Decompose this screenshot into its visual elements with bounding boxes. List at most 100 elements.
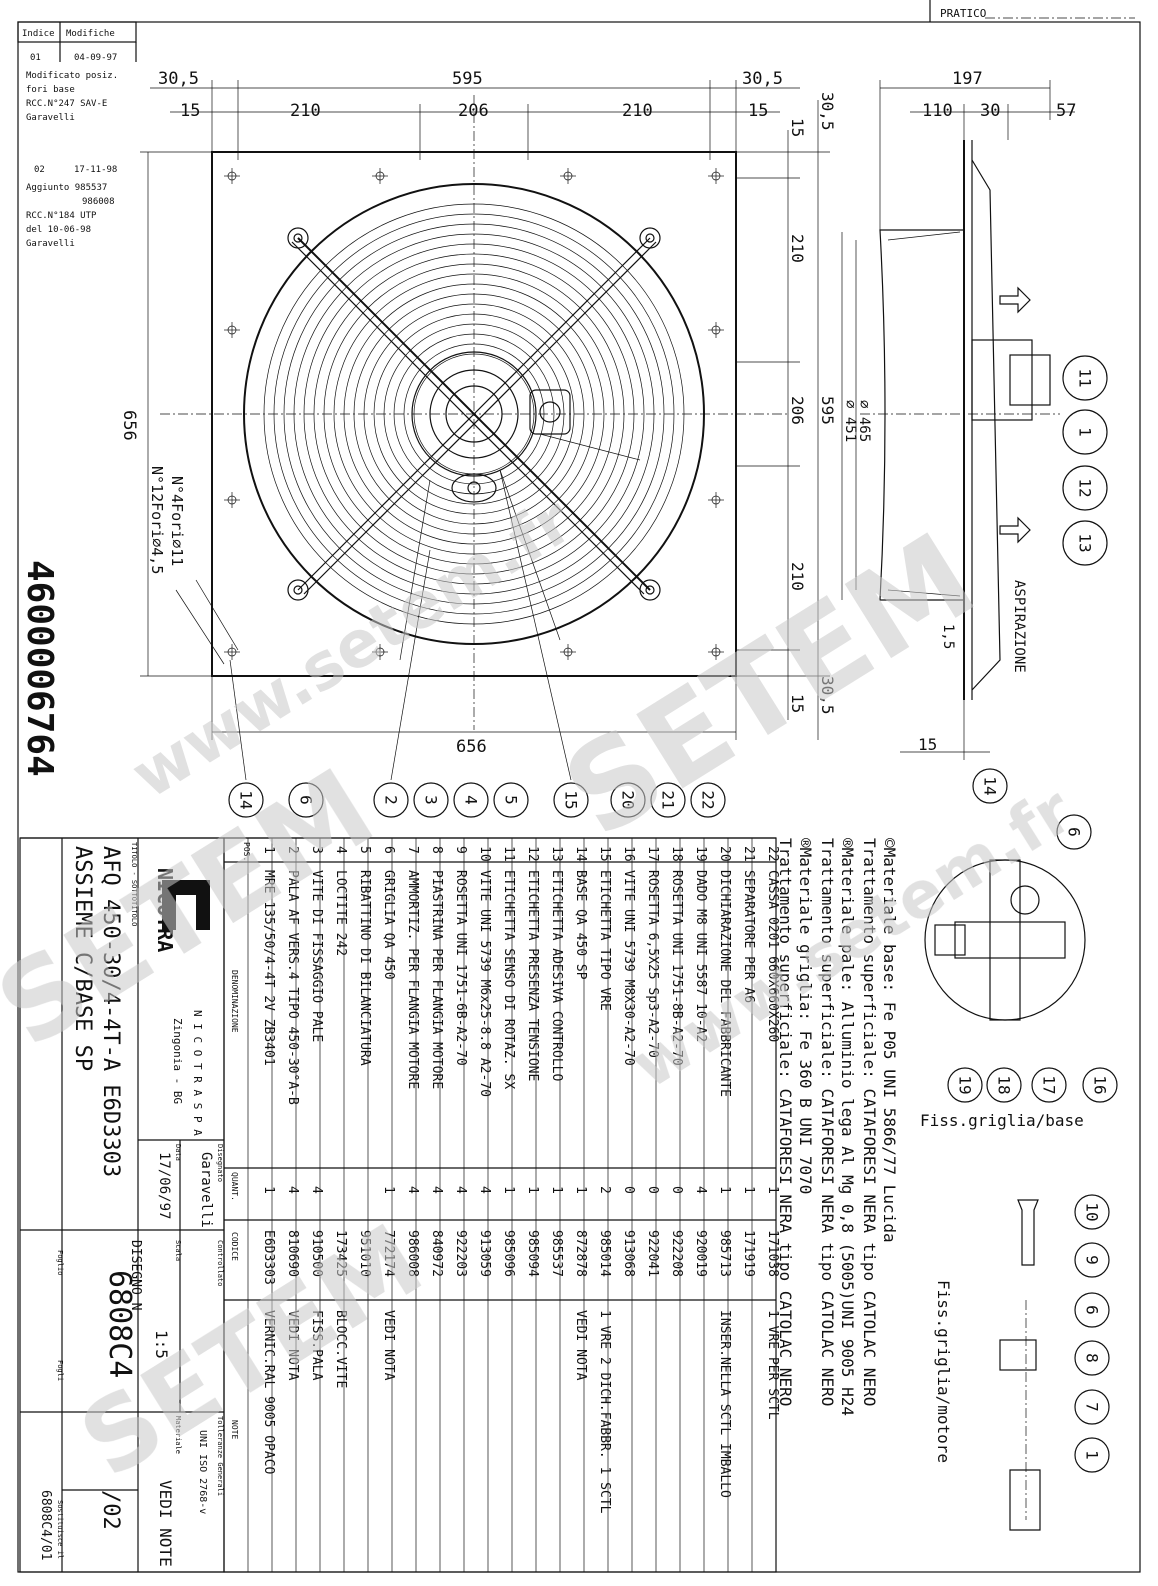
revision-1-line: Modificato posiz. bbox=[26, 71, 118, 81]
disegnato-label: Disegnato bbox=[216, 1144, 224, 1182]
bom-header-note: NOTE bbox=[230, 1420, 239, 1439]
bom-pos: 13 bbox=[549, 846, 564, 862]
note-line: Trattamento superficiale: CATAFORESI NER… bbox=[818, 838, 837, 1406]
bom-code: 951010 bbox=[357, 1230, 372, 1277]
bom-code: 171919 bbox=[741, 1230, 756, 1277]
title-block: NICOTRA N I C O T R A S P A Zingonia - B… bbox=[19, 837, 225, 1573]
note-line: ®Materiale pale: Alluminio lega Al Mg 0,… bbox=[838, 838, 857, 1416]
bom-qty: 1 bbox=[525, 1186, 540, 1194]
tolleranze-label: Tolleranze Generali bbox=[216, 1416, 224, 1496]
dim-top-left-hole: 15 bbox=[180, 101, 200, 121]
balloon-label: 17 bbox=[1040, 1075, 1059, 1094]
bom-note: VEDI NOTA bbox=[285, 1310, 300, 1381]
bom-header-desc: DENOMINAZIONE bbox=[230, 970, 239, 1033]
note-line: ®Materiale griglia: Fe 360 B UNI 7070 bbox=[796, 838, 815, 1194]
revision-1-index: 01 bbox=[30, 53, 41, 63]
bom-qty: 1 bbox=[261, 1186, 276, 1194]
bom-desc: PALA AF VERS.4 TIPO 450-30°A-B bbox=[285, 870, 300, 1105]
sostituisce-value: 6808C4/01 bbox=[38, 1490, 53, 1560]
dim-spacing-right: 210 bbox=[622, 101, 653, 121]
note-line: Trattamento superficiale: CATAFORESI NER… bbox=[860, 838, 879, 1406]
bom-code: 985537 bbox=[549, 1230, 564, 1277]
item-balloon: 6 bbox=[1074, 1292, 1110, 1328]
sostituisce-label: Sostituisce il bbox=[56, 1500, 64, 1559]
bom-desc: ETICHETTA ADESIVA CONTROLLO bbox=[549, 870, 564, 1081]
bom-pos: 6 bbox=[381, 846, 396, 854]
revision-2-index: 02 bbox=[34, 165, 45, 175]
bom-code: 920019 bbox=[693, 1230, 708, 1277]
balloon-label: 4 bbox=[462, 795, 481, 805]
company-logo-text: NICOTRA bbox=[153, 868, 177, 952]
dim-top-left-edge: 30,5 bbox=[158, 69, 199, 89]
balloon-label: 3 bbox=[422, 795, 441, 805]
balloon-label: 13 bbox=[1076, 533, 1095, 552]
bom-qty: 0 bbox=[669, 1186, 684, 1194]
dim-side-left: 110 bbox=[922, 101, 953, 121]
bom-desc: ROSETTA UNI 1751-8B-A2-70 bbox=[669, 870, 684, 1066]
bom-desc: ETICHETTA TIPO VRE bbox=[597, 870, 612, 1011]
bom-qty: 0 bbox=[621, 1186, 636, 1194]
item-balloon: 19 bbox=[947, 1067, 983, 1103]
bom-desc: LOCTITE 242 bbox=[333, 870, 348, 956]
revision-1-line: Garavelli bbox=[26, 113, 75, 123]
bom-desc: ROSETTA 6,5X25 Sp3-A2-70 bbox=[645, 870, 660, 1058]
bom-note: FISS.PALA bbox=[309, 1310, 324, 1381]
balloon-label: 6 bbox=[297, 795, 316, 805]
item-balloon: 14 bbox=[972, 768, 1008, 804]
bom-code: 985713 bbox=[717, 1230, 732, 1277]
dim-right-top-hole: 15 bbox=[788, 118, 807, 137]
bom-qty: 2 bbox=[597, 1186, 612, 1194]
revision-table: Indice Modifiche 01 04-09-97 Modificato … bbox=[17, 21, 137, 249]
bom-pos: 19 bbox=[693, 846, 708, 862]
bom-desc: ETICHETTA PRESENZA TENSIONE bbox=[525, 870, 540, 1081]
titolo-label: TITOLO - SOTTOTITOLO bbox=[130, 842, 138, 926]
item-balloon: 2 bbox=[373, 782, 409, 818]
scala-value: 1:5 bbox=[152, 1330, 171, 1359]
item-balloon: 7 bbox=[1074, 1389, 1110, 1425]
dim-side-right: 57 bbox=[1056, 101, 1076, 121]
item-balloon: 13 bbox=[1062, 520, 1108, 566]
bom-desc: AMMORTIZ. PER FLANGIA MOTORE bbox=[405, 870, 420, 1089]
bom-code: 810690 bbox=[285, 1230, 300, 1277]
balloon-label: 7 bbox=[1083, 1402, 1102, 1412]
bom-note: VEDI NOTA bbox=[573, 1310, 588, 1381]
item-balloon: 22 bbox=[690, 782, 726, 818]
bom-desc: MRE 135/50/4-4T 2V ZB3401 bbox=[261, 870, 276, 1066]
revision-2-line: Garavelli bbox=[26, 239, 75, 249]
balloon-label: 11 bbox=[1076, 368, 1095, 387]
bom-pos: 10 bbox=[477, 846, 492, 862]
balloon-label: 6 bbox=[1065, 827, 1084, 837]
bom-code: 910500 bbox=[309, 1230, 324, 1277]
bom-pos: 5 bbox=[357, 846, 372, 854]
note-line: ©Materiale base: Fe P05 UNI 5866/77 Luci… bbox=[880, 838, 899, 1243]
bom-qty: 1 bbox=[765, 1186, 780, 1194]
detail-base-caption: Fiss.griglia/base bbox=[920, 1111, 1084, 1130]
balloon-label: 12 bbox=[1076, 478, 1095, 497]
bom-pos: 14 bbox=[573, 846, 588, 862]
dim-right-top-edge: 30,5 bbox=[818, 92, 837, 131]
bom-desc: GRIGLIA QA 450 bbox=[381, 870, 396, 980]
bom-code: 922041 bbox=[645, 1230, 660, 1277]
company-full: N I C O T R A S P A bbox=[191, 1010, 204, 1136]
balloon-label: 1 bbox=[1083, 1450, 1102, 1460]
balloon-label: 6 bbox=[1083, 1305, 1102, 1315]
bom-pos: 4 bbox=[333, 846, 348, 854]
bom-header-code: CODICE bbox=[230, 1232, 239, 1261]
bom-pos: 20 bbox=[717, 846, 732, 862]
item-balloon: 14 bbox=[228, 782, 264, 818]
bom-qty: 1 bbox=[501, 1186, 516, 1194]
item-balloon: 20 bbox=[610, 782, 646, 818]
side-motor bbox=[971, 339, 1033, 421]
bom-qty: 4 bbox=[285, 1186, 300, 1194]
bom-pos: 12 bbox=[525, 846, 540, 862]
bom-note: 1 VRE PER SCTL bbox=[765, 1310, 780, 1420]
bom-code: 171038 bbox=[765, 1230, 780, 1277]
balloon-label: 15 bbox=[562, 790, 581, 809]
holes-12-label: N°12Fori∅4,5 bbox=[148, 466, 166, 574]
dim-spacing-center: 206 bbox=[458, 101, 489, 121]
revision-col-modifiche: Modifiche bbox=[66, 29, 115, 39]
side-dimensions: 197 110 30 57 ∅ 465 ∅ 451 1,5 15 bbox=[841, 69, 1076, 760]
balloon-leaders bbox=[229, 469, 572, 781]
